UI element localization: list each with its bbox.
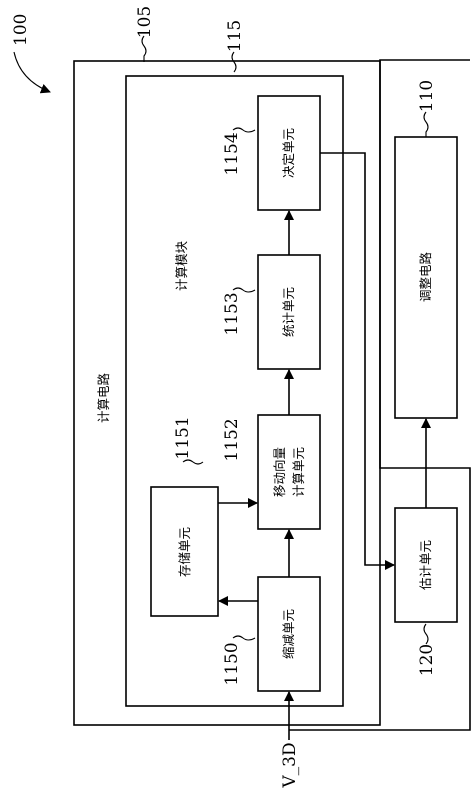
motion-vector-label-line1: 移动向量 [272, 447, 287, 497]
reduce-unit-label: 缩减单元 [281, 609, 296, 659]
storage-unit-ref-label: 1151 [173, 416, 193, 459]
decision-unit-ref-label: 1154 [222, 132, 242, 175]
motion-vector-label-line2: 计算单元 [291, 447, 306, 497]
adjust-circuit-label: 调整电路 [418, 252, 433, 303]
stats-unit-ref-leader [232, 287, 256, 293]
calc-circuit-title: 计算电路 [96, 373, 111, 424]
estimate-unit-label: 估计单元 [418, 540, 433, 590]
decision-unit-ref-leader [232, 127, 256, 133]
input-to-estimate-line [289, 59, 471, 731]
input-signal-label: V_3D [280, 742, 300, 788]
system-ref-label: 100 [11, 14, 31, 46]
calc-module-ref-leader [231, 51, 237, 73]
reduce-unit-ref-leader [232, 635, 256, 641]
decision-to-estimate-arrow [320, 152, 395, 570]
adjust-circuit-ref-leader [423, 111, 429, 137]
decision-unit-label: 决定单元 [281, 128, 296, 178]
calc-module-ref-label: 115 [225, 20, 245, 52]
storage-unit-label: 存储单元 [177, 527, 192, 577]
storage-unit-box [150, 486, 219, 617]
adjust-circuit-ref-label: 110 [417, 80, 437, 112]
estimate-unit-ref-label: 120 [417, 644, 437, 676]
stats-unit-ref-label: 1153 [222, 292, 242, 335]
storage-unit-ref-leader [182, 459, 204, 465]
motion-vector-unit-ref-label: 1152 [222, 418, 242, 461]
estimate-unit-ref-leader [423, 623, 429, 645]
system-ref-pointer [13, 51, 51, 94]
motion-vector-unit-box [257, 414, 321, 530]
calc-module-title: 计算模块 [174, 241, 189, 292]
stats-unit-label: 统计单元 [281, 287, 296, 337]
calc-module-box [125, 75, 344, 707]
calc-circuit-ref-label: 105 [135, 6, 155, 38]
calc-circuit-ref-leader [141, 35, 147, 62]
reduce-unit-ref-label: 1150 [222, 642, 242, 685]
